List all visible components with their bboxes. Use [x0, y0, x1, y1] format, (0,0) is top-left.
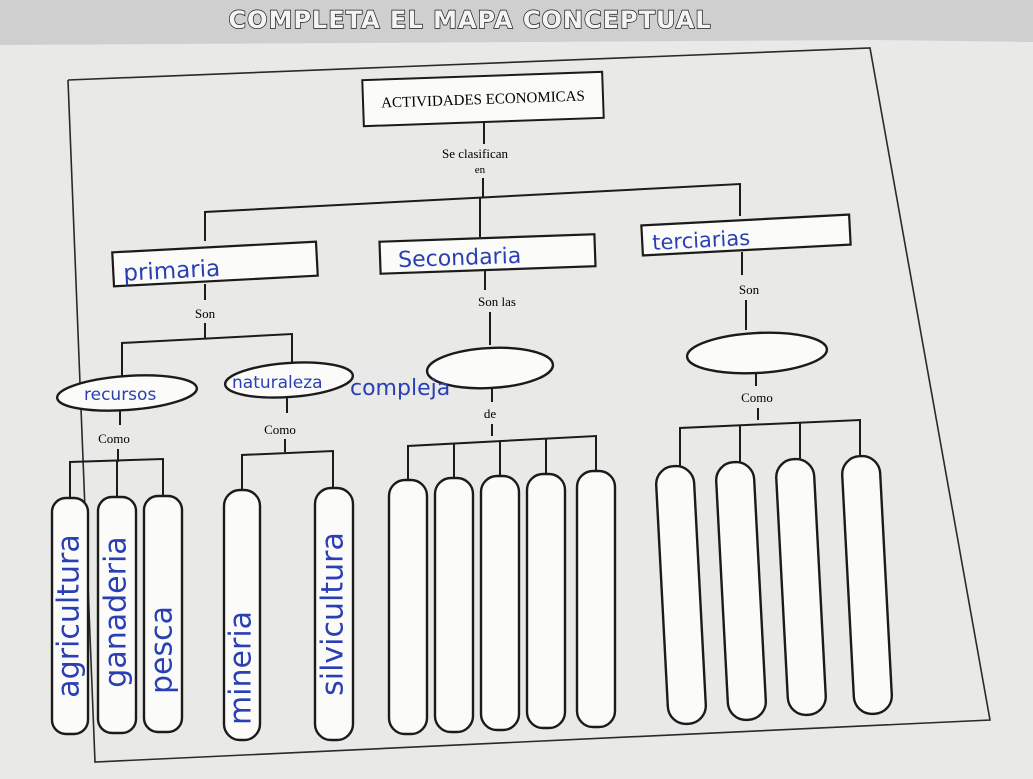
secondary-box — [378, 233, 597, 275]
root-label: ACTIVIDADES ECONOMICAS — [381, 88, 585, 111]
primary-oval-left-answer: recursos — [84, 385, 156, 405]
tertiary-connector: Son — [739, 282, 760, 297]
primary-capsule-5-answer: silvicultura — [316, 532, 351, 696]
secondary-capsule-5 — [575, 469, 617, 729]
secondary-capsule-1 — [387, 478, 429, 736]
secondary-oval-answer: compleja — [350, 376, 450, 401]
secondary-capsule-4 — [525, 472, 567, 730]
primary-oval-left — [55, 374, 199, 412]
secondary-oval — [425, 346, 555, 390]
root-box — [361, 70, 605, 128]
primary-oval-right — [223, 361, 355, 399]
primary-capsule-1-answer: agricultura — [52, 534, 87, 697]
secondary-capsule-3 — [479, 474, 521, 732]
primary-answer: primaria — [123, 256, 221, 287]
tertiary-box — [640, 213, 852, 257]
primary-oval-right-answer: naturaleza — [232, 373, 323, 393]
primary-capsule-1 — [50, 496, 90, 736]
primary-capsule-4-answer: mineria — [224, 611, 259, 725]
tertiary-answer: terciarias — [652, 226, 751, 255]
primary-capsule-5 — [313, 486, 355, 742]
primary-capsule-3-answer: pesca — [145, 606, 180, 694]
primary-capsule-2 — [96, 495, 138, 735]
secondary-connector-2: de — [484, 406, 497, 421]
root-connector-line1: Se clasifican — [442, 146, 509, 161]
worksheet-title: COMPLETA EL MAPA CONCEPTUAL — [228, 6, 711, 34]
secondary-answer: Secondaria — [398, 244, 522, 273]
primary-capsule-3 — [142, 494, 184, 734]
tertiary-oval — [685, 331, 829, 375]
primary-connector: Son — [195, 306, 216, 321]
tertiary-capsule-1 — [654, 464, 708, 726]
primary-capsule-4 — [222, 488, 262, 742]
tertiary-capsule-3 — [775, 457, 827, 717]
primary-left-connector: Como — [98, 431, 130, 446]
secondary-connector: Son las — [478, 294, 516, 309]
primary-right-connector: Como — [264, 422, 296, 437]
tertiary-capsule-2 — [714, 460, 768, 722]
secondary-capsule-2 — [433, 476, 475, 734]
primary-capsule-2-answer: ganaderia — [99, 536, 134, 687]
tertiary-connector-2: Como — [741, 390, 773, 405]
tertiary-capsule-4 — [840, 454, 894, 716]
root-connector-line2: en — [475, 164, 486, 176]
primary-box — [111, 240, 319, 288]
